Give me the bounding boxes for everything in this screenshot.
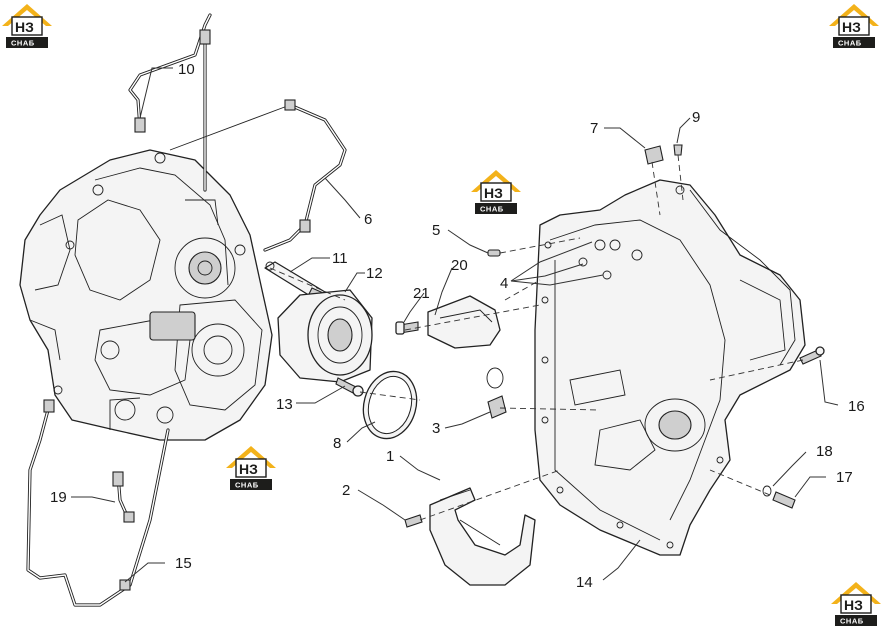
watermark-logo: НЗ СНАБ bbox=[831, 582, 881, 626]
callout-11: 11 bbox=[332, 250, 348, 267]
svg-text:СНАБ: СНАБ bbox=[838, 39, 862, 48]
svg-text:СНАБ: СНАБ bbox=[840, 617, 864, 626]
callout-14: 14 bbox=[576, 574, 593, 591]
callout-9: 9 bbox=[692, 109, 700, 126]
watermark-logo: НЗ СНАБ bbox=[226, 446, 276, 490]
svg-text:НЗ: НЗ bbox=[239, 461, 258, 477]
svg-text:НЗ: НЗ bbox=[844, 597, 863, 613]
svg-text:СНАБ: СНАБ bbox=[11, 39, 35, 48]
leader-lines bbox=[71, 67, 839, 583]
callout-16: 16 bbox=[848, 398, 865, 415]
assembly-lines bbox=[269, 154, 804, 521]
cover-12 bbox=[277, 289, 373, 383]
svg-text:НЗ: НЗ bbox=[484, 185, 503, 201]
callout-13: 13 bbox=[276, 396, 293, 413]
callout-7: 7 bbox=[590, 120, 598, 137]
callout-18: 18 bbox=[816, 443, 833, 460]
bracket-20 bbox=[427, 295, 501, 349]
callout-6: 6 bbox=[364, 211, 372, 228]
watermark-logo: НЗ СНАБ bbox=[2, 4, 52, 48]
shield-1 bbox=[429, 487, 536, 586]
pipe-10 bbox=[128, 13, 212, 192]
bolt-2 bbox=[404, 514, 423, 528]
oring-8 bbox=[362, 370, 418, 440]
callout-21: 21 bbox=[413, 285, 430, 302]
plug-17 bbox=[772, 491, 796, 509]
pipe-15 bbox=[26, 399, 170, 607]
callout-2: 2 bbox=[342, 482, 350, 499]
pipe-6 bbox=[169, 99, 347, 252]
cap-7 bbox=[644, 145, 664, 165]
bolt-16 bbox=[799, 346, 825, 365]
callout-1: 1 bbox=[386, 448, 394, 465]
fitting-19 bbox=[112, 471, 135, 523]
bolt-13 bbox=[335, 377, 364, 397]
left-housing bbox=[19, 149, 273, 441]
watermark-logo: НЗ СНАБ bbox=[471, 170, 521, 214]
callout-17: 17 bbox=[836, 469, 853, 486]
callout-10: 10 bbox=[178, 61, 195, 78]
callout-12: 12 bbox=[366, 265, 383, 282]
svg-text:НЗ: НЗ bbox=[15, 19, 34, 35]
callouts: 10 6 11 12 13 8 1 2 3 5 4 20 21 7 9 16 1… bbox=[50, 61, 865, 591]
callout-5: 5 bbox=[432, 222, 440, 239]
pin-5 bbox=[487, 249, 501, 257]
svg-text:СНАБ: СНАБ bbox=[235, 481, 259, 490]
svg-text:СНАБ: СНАБ bbox=[480, 205, 504, 214]
washer-18 bbox=[762, 485, 772, 497]
callout-15: 15 bbox=[175, 555, 192, 572]
bolt-21 bbox=[395, 321, 419, 335]
callout-20: 20 bbox=[451, 257, 468, 274]
callout-8: 8 bbox=[333, 435, 341, 452]
callout-3: 3 bbox=[432, 420, 440, 437]
svg-text:НЗ: НЗ bbox=[842, 19, 861, 35]
right-housing-14 bbox=[534, 179, 806, 556]
screw-9 bbox=[673, 144, 683, 156]
ring-3 bbox=[486, 367, 507, 419]
callout-4: 4 bbox=[500, 275, 508, 292]
callout-19: 19 bbox=[50, 489, 67, 506]
watermark-logo: НЗ СНАБ bbox=[829, 4, 879, 48]
